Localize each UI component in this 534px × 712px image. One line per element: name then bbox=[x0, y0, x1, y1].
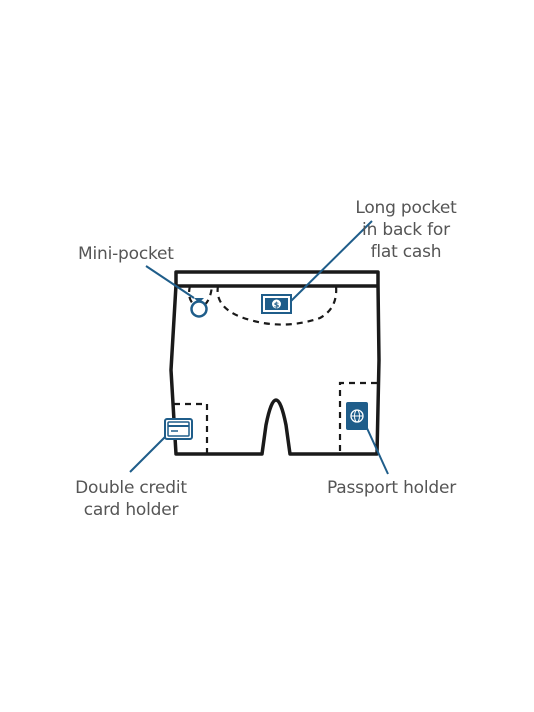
leader-lines bbox=[129, 220, 389, 475]
passport-icon bbox=[346, 402, 368, 430]
svg-text:$: $ bbox=[274, 301, 280, 310]
credit-card-icon bbox=[164, 418, 193, 440]
card-pocket-outline bbox=[174, 402, 209, 454]
ring-icon bbox=[190, 298, 208, 318]
passport-holder-label: Passport holder bbox=[327, 478, 457, 498]
mini-pocket-label: Mini-pocket bbox=[78, 244, 174, 264]
shorts-outline bbox=[169, 270, 381, 456]
long-pocket-label: Long pocket in back for flat cash bbox=[355, 198, 457, 262]
long-pocket-outline bbox=[216, 285, 338, 326]
passport-pocket-outline bbox=[338, 381, 377, 454]
cash-icon: $ bbox=[261, 294, 292, 314]
credit-card-holder-label: Double credit card holder bbox=[75, 478, 187, 520]
